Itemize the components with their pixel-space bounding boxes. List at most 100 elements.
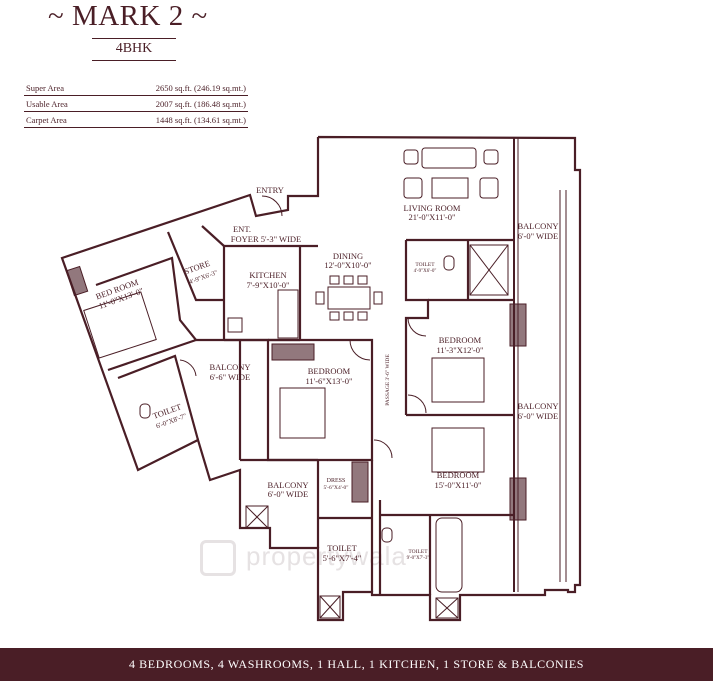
duct-cross (245, 505, 269, 529)
area-value: 2650 sq.ft. (246.19 sq.mt.) (120, 80, 248, 96)
door-swing (179, 359, 197, 377)
plan-title: ~ MARK 2 ~ (48, 0, 208, 32)
label-kitchen: KITCHEN (249, 270, 286, 280)
label-dress: 5'-6"X4'-0" (323, 485, 348, 491)
door-swing (407, 317, 427, 337)
wall (404, 240, 430, 415)
fixtures (65, 147, 527, 619)
label-toilet: TOILET (415, 262, 435, 268)
wall (166, 231, 224, 302)
label-dining: DINING (333, 251, 363, 261)
coffee-table (431, 177, 469, 199)
bed (431, 427, 485, 473)
sofa (421, 147, 477, 169)
wall (117, 354, 200, 441)
area-row-super: Super Area 2650 sq.ft. (246.19 sq.mt.) (24, 80, 248, 96)
label-kitchen: 7'-9"X10'-0" (246, 280, 289, 290)
label-dining: 12'-0"X10'-0" (324, 260, 371, 270)
label-bedroom: BEDROOM (437, 470, 480, 480)
duct (245, 505, 269, 529)
kitchen-sink (227, 317, 243, 333)
area-label: Usable Area (24, 95, 120, 112)
area-value: 2007 sq.ft. (186.48 sq.mt.) (120, 95, 248, 112)
area-value: 1448 sq.ft. (134.61 sq.mt.) (120, 111, 248, 128)
label-foyer: ENT. (233, 224, 251, 234)
duct (435, 597, 459, 619)
summary-footer: 4 BEDROOMS, 4 WASHROOMS, 1 HALL, 1 KITCH… (0, 648, 713, 681)
door-swing (373, 439, 393, 459)
wardrobe (351, 461, 369, 503)
label-balcony: BALCONY (267, 480, 308, 490)
wardrobe (509, 303, 527, 347)
label-entry: ENTRY (256, 185, 284, 195)
outer-wall (60, 135, 582, 622)
wall (201, 225, 225, 247)
wardrobe (65, 265, 89, 297)
label-living: LIVING ROOM (404, 203, 461, 213)
label-toilet: TOILET (327, 543, 357, 553)
label-toilet: 5'-6"X7'-4" (323, 553, 362, 563)
wall (95, 256, 198, 372)
label-bedroom: BEDROOM (308, 366, 351, 376)
armchair (403, 149, 419, 165)
label-bedroom: BEDROOM (439, 335, 482, 345)
door-swing (407, 394, 427, 414)
duct (319, 595, 341, 619)
watermark-logo-icon (200, 540, 236, 576)
kitchen-counter (277, 289, 299, 339)
chair (343, 275, 354, 285)
toilet-fixture (139, 403, 151, 419)
chair (373, 291, 383, 305)
label-foyer: FOYER 5'-3" WIDE (231, 234, 301, 244)
area-label: Super Area (24, 80, 120, 96)
label-living: 21'-0"X11'-0" (409, 212, 456, 222)
label-bedroom: 11'-3"X12'-0" (437, 345, 484, 355)
chair (329, 275, 340, 285)
chair (343, 311, 354, 321)
armchair (483, 149, 499, 165)
toilet-fixture (443, 255, 455, 271)
duct-cross (469, 244, 509, 296)
label-passage: PASSAGE 3'-6" WIDE (385, 354, 391, 406)
label-balcony: 6'-0" WIDE (268, 489, 309, 499)
label-bedroom: 11'-6"X13'-0" (306, 376, 353, 386)
wall (196, 338, 270, 400)
label-dress: DRESS (327, 478, 346, 484)
chair (329, 311, 340, 321)
wardrobe (509, 477, 527, 521)
area-label: Carpet Area (24, 111, 120, 128)
label-toilet: 4'-9"X6'-0" (414, 269, 437, 274)
toilet-fixture (381, 527, 393, 543)
door-swing (349, 339, 371, 361)
label-toilet: TOILET (408, 549, 428, 555)
label-balcony: BALCONY (517, 401, 558, 411)
label-balcony: 6'-0" WIDE (518, 231, 559, 241)
bathtub (435, 517, 463, 593)
door-swing (261, 195, 283, 217)
area-row-carpet: Carpet Area 1448 sq.ft. (134.61 sq.mt.) (24, 111, 248, 128)
bed (83, 291, 157, 359)
armchair (403, 177, 423, 199)
area-row-usable: Usable Area 2007 sq.ft. (186.48 sq.mt.) (24, 95, 248, 112)
armchair (479, 177, 499, 199)
label-balcony: 6'-6" WIDE (210, 372, 251, 382)
bed (431, 357, 485, 403)
chair (357, 311, 368, 321)
label-balcony: BALCONY (517, 221, 558, 231)
area-table: Super Area 2650 sq.ft. (246.19 sq.mt.) U… (24, 80, 248, 128)
room-labels: ENTRY ENT. FOYER 5'-3" WIDE LIVING ROOM … (94, 185, 558, 563)
label-balcony: 6'-0" WIDE (518, 411, 559, 421)
duct-cross (319, 595, 341, 619)
duct-cross (435, 597, 459, 619)
label-bedroom: 15'-0"X11'-0" (435, 480, 482, 490)
wardrobe (271, 343, 315, 361)
chair (357, 275, 368, 285)
walls (60, 135, 582, 622)
label-toilet: 9'-0"X7'-3" (407, 556, 430, 561)
dining-table (327, 286, 371, 310)
plan-subtitle: 4BHK (92, 38, 176, 61)
chair (315, 291, 325, 305)
floor-plan: ENTRY ENT. FOYER 5'-3" WIDE LIVING ROOM … (60, 135, 582, 622)
bed (279, 387, 326, 439)
label-balcony: BALCONY (209, 362, 250, 372)
